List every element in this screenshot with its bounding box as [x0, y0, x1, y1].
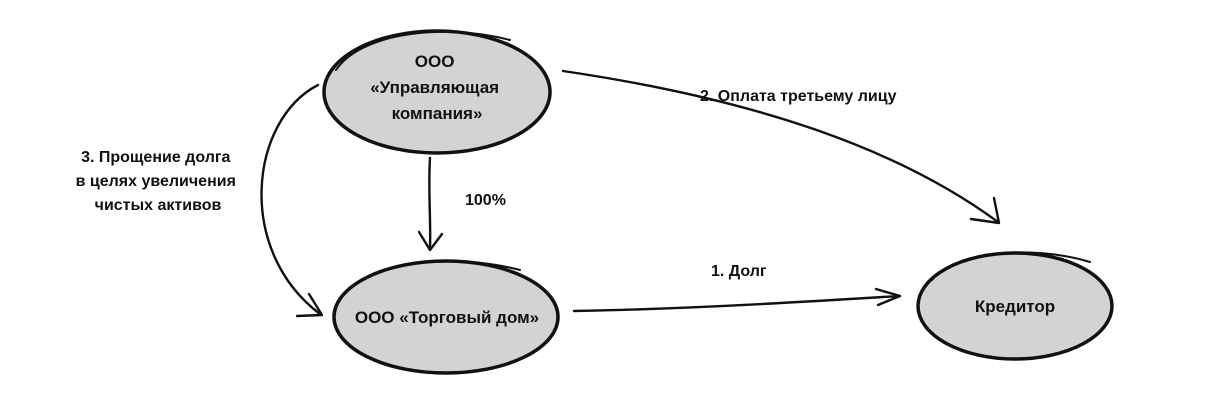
svg-text:ООО «Управляющая к: ООО «Управляющая компания»	[370, 52, 504, 123]
node-trading-house-label: ООО «Торговый дом»	[355, 308, 539, 327]
edge-label-third-party-payment: 2. Оплата третьему лицу	[700, 88, 897, 105]
edge-label-ownership: 100%	[465, 192, 506, 209]
edge-third-party-payment	[561, 69, 1001, 225]
node-trading-house: ООО «Торговый дом»	[332, 259, 560, 375]
node-creditor-label: Кредитор	[975, 297, 1055, 316]
node-management-company: ООО «Управляющая компания»	[322, 29, 552, 155]
edge-debt-forgiveness	[260, 83, 324, 318]
node-management-company-line-1: ООО	[415, 52, 455, 71]
node-management-company-line-2: «Управляющая	[370, 78, 499, 97]
edge-debt	[572, 287, 902, 313]
node-creditor: Кредитор	[916, 251, 1114, 361]
edge-label-debt-forgiveness-line-3: чистых активов	[95, 197, 222, 214]
node-management-company-line-3: компания»	[392, 104, 483, 123]
edge-label-debt-forgiveness-line-2: в целях увеличения	[76, 173, 236, 190]
edge-label-debt-forgiveness-line-1: 3. Прощение долга	[81, 149, 230, 166]
edge-label-debt: 1. Долг	[711, 263, 767, 280]
edge-ownership	[417, 156, 444, 252]
edge-label-debt-forgiveness: 3. Прощение долга в целях увеличения чис…	[76, 149, 241, 214]
